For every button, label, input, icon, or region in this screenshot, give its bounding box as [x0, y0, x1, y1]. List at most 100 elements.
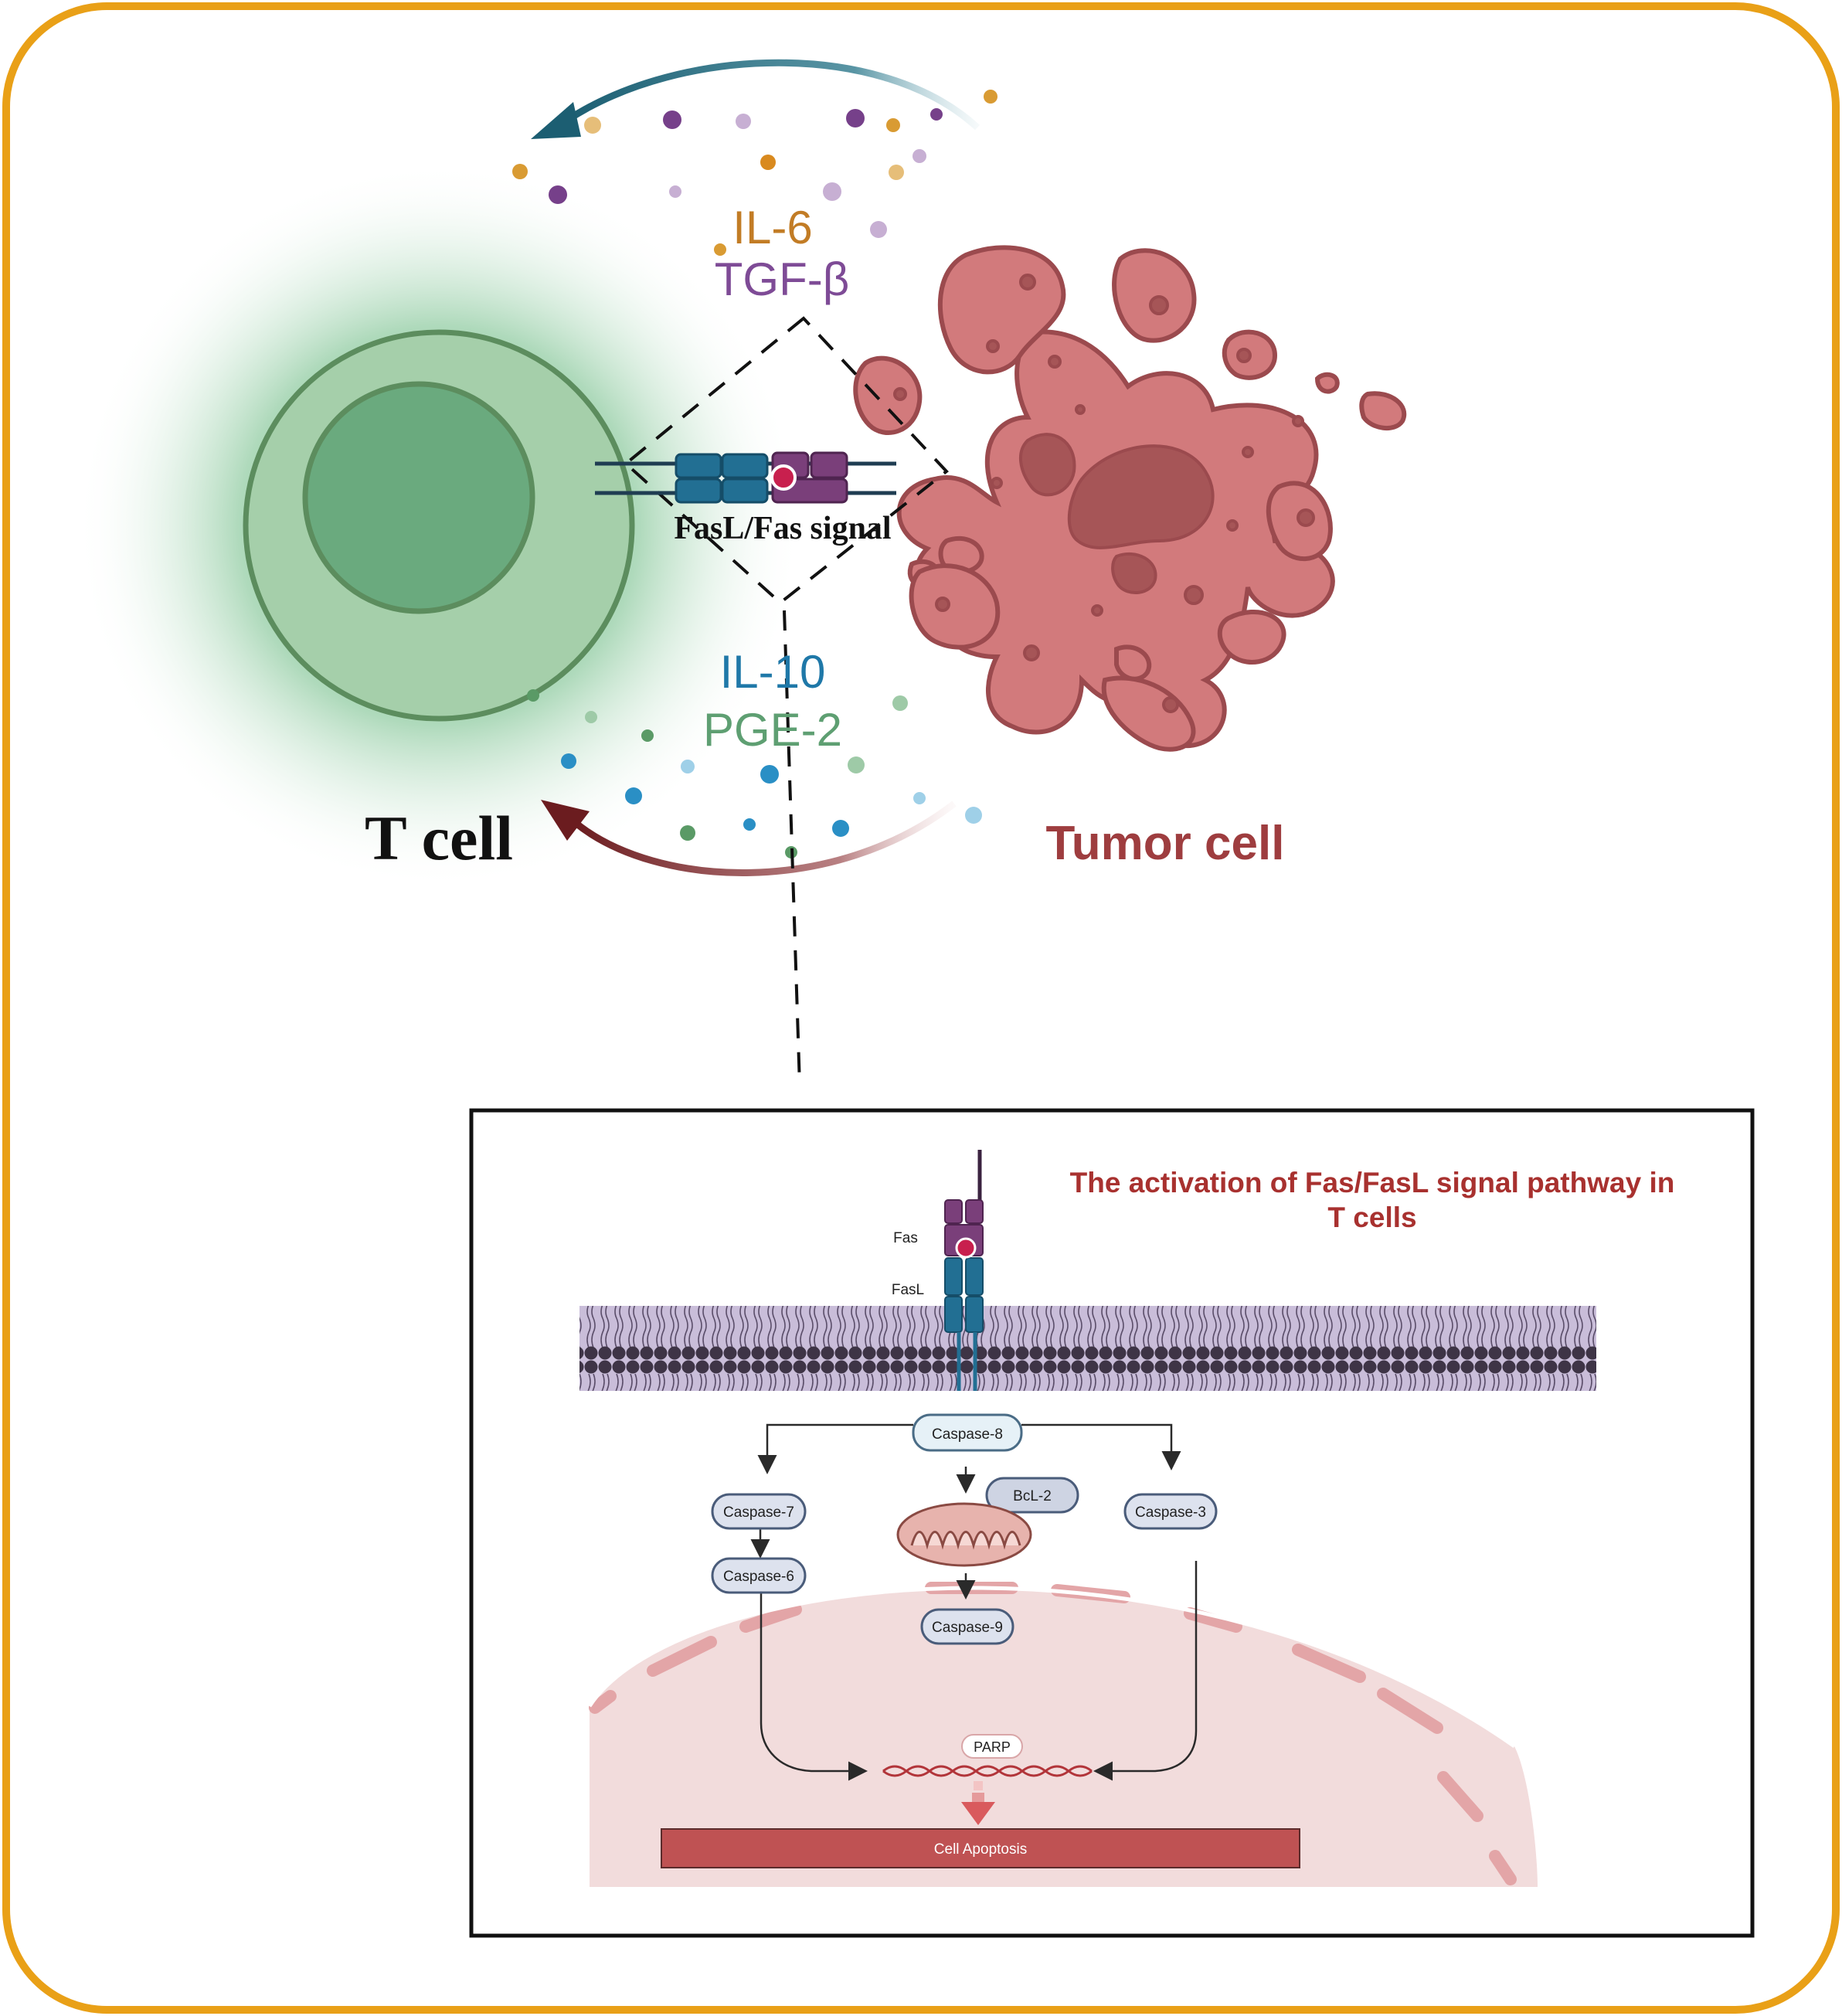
- fasl-fas-signal-label: FasL/Fas signal: [674, 511, 891, 546]
- particle: [760, 155, 776, 170]
- caspase-3-label: Caspase-3: [1135, 1504, 1206, 1521]
- tumor-cell-label: Tumor cell: [1046, 817, 1285, 870]
- cytokine-pge2-label: PGE-2: [703, 704, 842, 756]
- tumor-dot: [1242, 446, 1254, 458]
- fas-domain: [810, 451, 848, 479]
- ligand-binding-site: [955, 1237, 977, 1259]
- fasl-domain: [675, 478, 722, 504]
- tumor-dot: [893, 387, 907, 401]
- fasl-domain: [721, 478, 769, 504]
- particle: [889, 165, 904, 180]
- tumor-dot: [1075, 404, 1086, 415]
- caspase-6-node: Caspase-6: [711, 1557, 807, 1594]
- tumor-blob-11: [909, 563, 1001, 650]
- cell-membrane-lipids: [579, 1306, 1596, 1391]
- tumor-blob-14: [1101, 675, 1196, 752]
- tumor-dot: [1048, 355, 1062, 369]
- particle: [681, 760, 695, 773]
- tumor-dot: [935, 597, 950, 612]
- fasl-segment: [944, 1296, 963, 1333]
- tumor-blob-2: [1112, 248, 1197, 343]
- caspase-7-label: Caspase-7: [723, 1504, 794, 1521]
- tumor-dark-patch-2: [1111, 552, 1157, 595]
- arrow-casp3-to-dna: [1093, 1561, 1198, 1781]
- particle: [680, 825, 695, 841]
- fasl-label: FasL: [892, 1282, 924, 1298]
- tumor-dot: [1091, 604, 1103, 617]
- mitochondrion: [896, 1502, 1032, 1567]
- arrow-head-bottom: [541, 800, 590, 841]
- particle: [930, 108, 943, 121]
- tumor-dot: [1184, 585, 1204, 605]
- particle: [512, 164, 528, 179]
- particle: [965, 807, 982, 824]
- caspase-9-node: Caspase-9: [920, 1608, 1014, 1645]
- particle: [663, 110, 681, 129]
- t-cell-label: T cell: [365, 803, 513, 873]
- tumor-dot: [1236, 348, 1252, 363]
- particle: [527, 689, 539, 702]
- particle: [886, 118, 900, 132]
- pathway-arrows: [750, 1423, 1198, 1781]
- particle: [760, 765, 779, 784]
- particle: [669, 185, 681, 198]
- pathway-detail-panel: The activation of Fas/FasL signal pathwa…: [469, 1108, 1755, 1938]
- particle: [832, 820, 849, 837]
- tumor-dot: [1162, 696, 1179, 713]
- zoom-connector: [783, 610, 801, 1086]
- caspase-8-node: Caspase-8: [912, 1413, 1023, 1452]
- apoptosis-arrow: [961, 1781, 995, 1825]
- fasl-segment: [965, 1257, 984, 1296]
- bcl2-node: BcL-2: [985, 1477, 1079, 1514]
- particle: [913, 149, 926, 163]
- parp-node: PARP: [961, 1734, 1023, 1759]
- particle: [625, 787, 642, 804]
- particle: [823, 182, 841, 201]
- zoom-dashed-lines: [623, 316, 949, 1086]
- particle: [870, 221, 887, 238]
- tumor-blob-6: [853, 355, 923, 435]
- fasl-domain: [721, 453, 769, 479]
- fasl-segment: [965, 1296, 984, 1333]
- particle: [892, 695, 908, 711]
- parp-label: PARP: [974, 1739, 1011, 1755]
- tumor-blob-4: [1314, 372, 1340, 394]
- tumor-organelles: [893, 274, 1315, 713]
- t-cell: [76, 162, 802, 889]
- cytokine-particles-top: [512, 90, 997, 256]
- caspase-7-node: Caspase-7: [711, 1493, 807, 1530]
- zoom-diamond: [623, 316, 949, 605]
- overview-receptor: [595, 451, 896, 504]
- dna-helix: [882, 1765, 1093, 1777]
- bcl2-label: BcL-2: [1013, 1488, 1052, 1504]
- particle: [549, 185, 567, 204]
- tumor-blob-12: [1217, 610, 1286, 665]
- cell-apoptosis-bar: Cell Apoptosis: [661, 1828, 1300, 1868]
- cytokine-particles-bottom: [527, 689, 982, 858]
- caspase-3-node: Caspase-3: [1123, 1493, 1218, 1530]
- fasl-segment: [944, 1257, 963, 1296]
- tumor-dot: [991, 477, 1003, 489]
- caspase-6-label: Caspase-6: [723, 1569, 794, 1585]
- arrow-casp6-to-dna: [760, 1592, 868, 1781]
- particle: [561, 753, 576, 769]
- cytokine-il6-label: IL-6: [732, 202, 812, 253]
- tumor-dot: [1149, 295, 1169, 315]
- cytokine-tgfb-label: TGF-β: [715, 253, 849, 305]
- fasl-domain: [675, 453, 722, 479]
- ligand-binding-site: [770, 464, 797, 491]
- arrow-tumor-to-tcell-top: [566, 59, 980, 131]
- nucleus: [590, 1588, 1538, 1887]
- pathway-title-line2: T cells: [1327, 1202, 1416, 1233]
- fas-segment: [965, 1199, 984, 1224]
- particle: [584, 117, 601, 134]
- cytokine-il10-label: IL-10: [720, 646, 826, 698]
- caspase-8-label: Caspase-8: [932, 1426, 1003, 1443]
- arrow-head-top: [531, 102, 581, 139]
- tumor-dot: [1019, 274, 1036, 291]
- particle: [736, 114, 751, 129]
- particle: [984, 90, 997, 104]
- fas-label: Fas: [893, 1230, 918, 1246]
- particle: [848, 756, 865, 773]
